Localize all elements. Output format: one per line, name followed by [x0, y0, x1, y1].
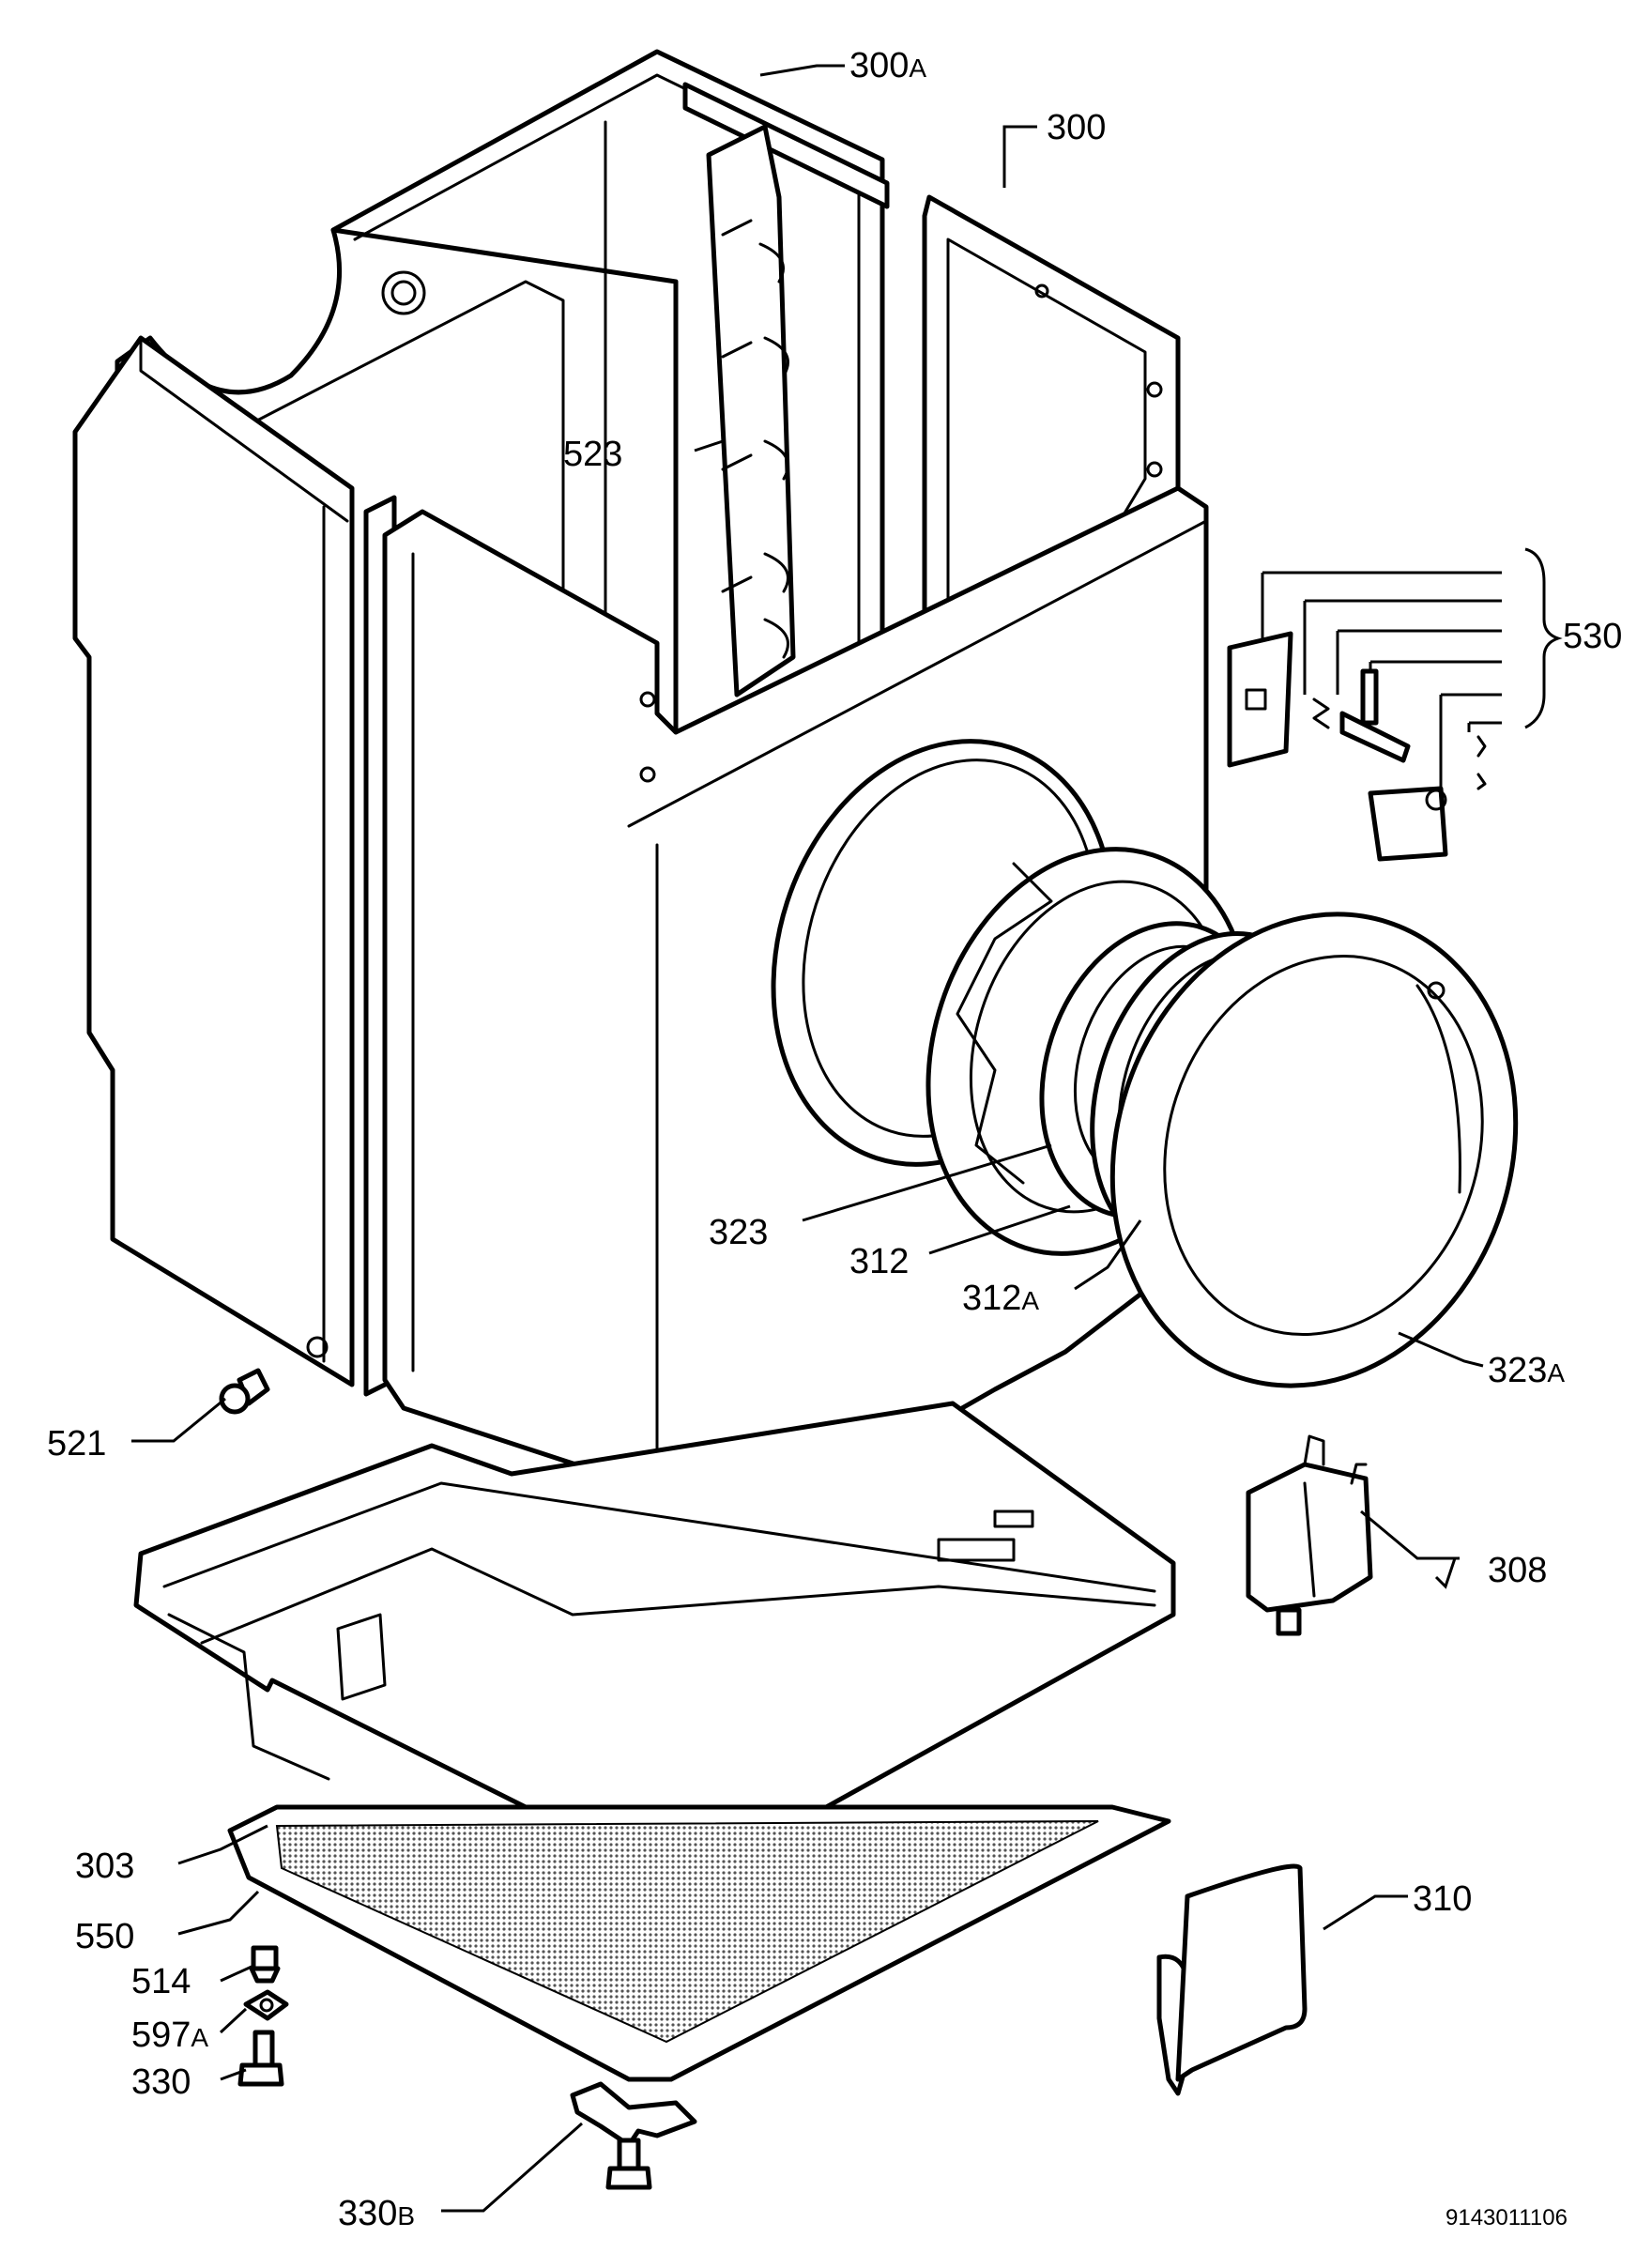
callout-308: 308	[1488, 1551, 1547, 1590]
callout-labels: 300A 300 523 530 323 312 312A 323A 521 3…	[47, 46, 1622, 2233]
callout-312: 312	[849, 1242, 909, 1281]
callout-550: 550	[75, 1917, 134, 1956]
base-plinth	[133, 1401, 1176, 1889]
fastener-597A	[243, 1989, 289, 2021]
callout-300A: 300A	[849, 46, 926, 85]
callout-303: 303	[75, 1847, 134, 1886]
hinge-kit	[1227, 631, 1487, 862]
left-side-panel	[72, 335, 397, 1397]
adjustable-foot	[570, 2081, 697, 2190]
callout-312A: 312A	[962, 1279, 1039, 1318]
callout-323A: 323A	[1488, 1351, 1565, 1390]
callout-323: 323	[709, 1213, 768, 1252]
hinge-kit-leaders	[1261, 547, 1563, 789]
door-lock	[1246, 1434, 1373, 1636]
leader-lines	[131, 64, 1484, 2213]
callout-330B: 330B	[338, 2194, 415, 2233]
fastener-330	[237, 2030, 284, 2087]
document-code: 9143011106	[1446, 2205, 1568, 2230]
service-flap	[1156, 1863, 1308, 2096]
screw-521	[219, 1368, 270, 1415]
callout-310: 310	[1413, 1879, 1472, 1919]
callout-521: 521	[47, 1424, 106, 1464]
callout-330: 330	[131, 2062, 191, 2102]
callout-523: 523	[563, 435, 622, 474]
callout-514: 514	[131, 1962, 191, 2001]
callout-530: 530	[1563, 617, 1622, 656]
callout-300: 300	[1047, 108, 1106, 147]
filter-mat	[227, 1804, 1171, 2082]
top-rail	[682, 82, 890, 209]
door-outer-ring	[1109, 912, 1519, 1388]
vertical-bracket	[706, 124, 796, 697]
fastener-514	[249, 1945, 281, 1984]
callout-597A: 597A	[131, 2015, 208, 2055]
